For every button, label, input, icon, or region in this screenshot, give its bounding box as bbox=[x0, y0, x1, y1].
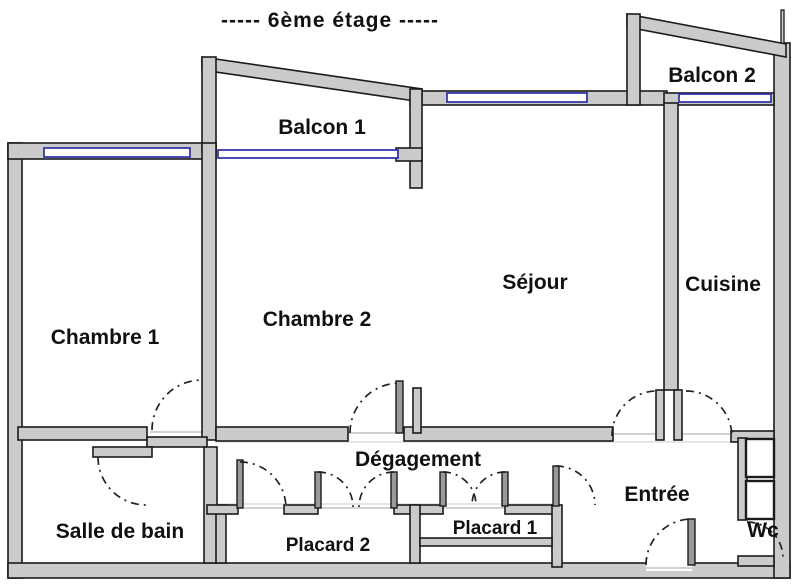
wall bbox=[780, 9, 785, 45]
room-label-cuisine: Cuisine bbox=[685, 273, 761, 296]
window-sejour bbox=[446, 92, 588, 103]
wall bbox=[395, 147, 423, 162]
wall bbox=[409, 88, 423, 189]
door-leaf-placard1-double-right bbox=[501, 471, 509, 507]
door-arc-salle-de-bain bbox=[97, 456, 147, 506]
window-cuisine-balcon2 bbox=[678, 93, 772, 103]
door-leaf-placard2-left bbox=[236, 459, 244, 509]
door-leaf-chambre2 bbox=[395, 380, 404, 434]
labels-layer: ----- 6ème étage ----- Balcon 1 Balcon 2… bbox=[51, 9, 779, 556]
door-leaf-placard1-double-left bbox=[439, 471, 447, 507]
floor-threshold-lines bbox=[150, 431, 731, 509]
wall bbox=[146, 436, 208, 448]
room-label-chambre1: Chambre 1 bbox=[51, 326, 160, 349]
room-label-salle-de-bain: Salle de bain bbox=[56, 520, 184, 543]
door-leaf-placard2-double-right bbox=[390, 471, 398, 509]
floor-title: ----- 6ème étage ----- bbox=[221, 9, 439, 32]
wall bbox=[17, 426, 148, 441]
wall bbox=[673, 389, 683, 441]
wall bbox=[773, 42, 791, 579]
door-arc-wc bbox=[746, 521, 784, 559]
window-chambre2-balcon1 bbox=[217, 149, 399, 159]
door-leaf-degagement-entree bbox=[552, 465, 560, 507]
shaft-box-upper bbox=[744, 437, 776, 479]
wall bbox=[626, 13, 641, 106]
walls-layer bbox=[7, 9, 791, 579]
door-arc-placard2-double-right bbox=[358, 471, 395, 508]
entrance-threshold bbox=[646, 560, 692, 571]
windows-layer bbox=[43, 92, 772, 159]
wall bbox=[201, 56, 217, 153]
balcony2-railing bbox=[626, 13, 787, 58]
wall bbox=[403, 426, 614, 442]
wall bbox=[737, 437, 748, 521]
wall bbox=[92, 446, 153, 458]
door-arc-chambre1 bbox=[151, 379, 203, 431]
door-arc-sejour bbox=[611, 390, 658, 437]
door-arc-degagement-entree bbox=[555, 465, 596, 506]
door-arc-chambre2 bbox=[349, 382, 401, 434]
room-label-sejour: Séjour bbox=[502, 271, 567, 294]
door-arc-placard2-left bbox=[239, 461, 287, 509]
wall bbox=[7, 142, 23, 579]
wall bbox=[215, 426, 349, 442]
wall bbox=[737, 555, 775, 567]
door-arc-placard2-double-left bbox=[317, 471, 354, 508]
room-label-degagement: Dégagement bbox=[355, 448, 481, 471]
door-swing-arcs bbox=[97, 379, 784, 566]
room-label-placard2: Placard 2 bbox=[286, 535, 371, 556]
wall bbox=[419, 537, 553, 547]
wall bbox=[504, 504, 557, 515]
wall bbox=[412, 387, 422, 434]
wall bbox=[551, 504, 563, 568]
room-label-entree: Entrée bbox=[624, 483, 689, 506]
door-arc-entrance bbox=[645, 518, 693, 566]
door-arc-cuisine bbox=[685, 390, 733, 438]
door-arc-placard1-double-right bbox=[471, 471, 506, 506]
wall bbox=[283, 504, 319, 515]
room-label-balcon2: Balcon 2 bbox=[668, 64, 756, 87]
wall bbox=[663, 102, 679, 391]
balcony1-railing bbox=[201, 56, 423, 103]
window-chambre1 bbox=[43, 147, 191, 158]
room-label-placard1: Placard 1 bbox=[453, 518, 538, 539]
shaft-box-lower bbox=[744, 479, 776, 521]
door-leaf-placard2-double-left bbox=[314, 471, 322, 509]
wall bbox=[206, 504, 239, 515]
room-label-balcon1: Balcon 1 bbox=[278, 116, 366, 139]
room-label-chambre2: Chambre 2 bbox=[263, 308, 372, 331]
wall bbox=[409, 504, 421, 564]
wall bbox=[201, 142, 217, 441]
duct-shafts bbox=[744, 437, 776, 521]
door-arc-placard1-double-left bbox=[442, 471, 477, 506]
room-label-wc: Wc bbox=[747, 519, 779, 542]
wall bbox=[655, 389, 665, 441]
door-leaf-entrance bbox=[687, 518, 696, 566]
